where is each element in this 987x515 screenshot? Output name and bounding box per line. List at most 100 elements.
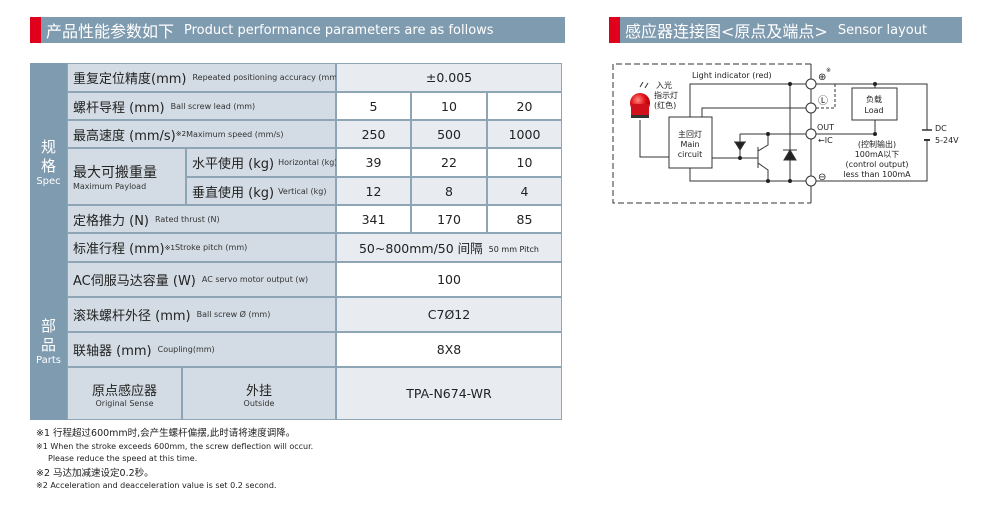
dc-label: DC [935, 124, 947, 133]
value-cell: 20 [487, 92, 562, 120]
label-zh: 螺杆导程 (mm) [73, 100, 165, 116]
wire [639, 120, 669, 158]
label-en: Outside [243, 398, 275, 408]
voltage-label: 5-24V [935, 136, 959, 145]
value-cell: 170 [411, 205, 487, 233]
main-circuit-label: circuit [678, 150, 703, 159]
led-label: 入光 [656, 80, 672, 90]
zener-diode-icon [734, 141, 746, 151]
row-sublabel: 垂直使用 (kg)Vertical (kg) [186, 177, 336, 205]
main-circuit-label: 主回灯 [678, 129, 702, 139]
sensor-body-outline [612, 63, 811, 204]
label-zh: 最高速度 (mm/s) [73, 128, 176, 144]
label-zh: 标准行程 (mm) [73, 242, 165, 257]
value-cell: 341 [336, 205, 411, 233]
row-label: AC伺服马达容量 (W) AC servo motor output (w) [67, 262, 336, 297]
wire [816, 83, 928, 182]
right-section-header: 感应器连接图<原点及端点> Sensor layout [609, 17, 962, 43]
label-en: Maximum Payload [73, 182, 147, 191]
value-cell: 1000 [487, 120, 562, 148]
value-cell: 85 [487, 205, 562, 233]
value-cell: 10 [487, 148, 562, 177]
label-en: Maximum speed (mm/s) [186, 129, 284, 139]
light-ray-icon [639, 81, 649, 89]
row-label: 重复定位精度(mm) Repeated positioning accuracy … [67, 63, 340, 92]
header-en: Product performance parameters are as fo… [184, 22, 494, 38]
left-section-header: 产品性能参数如下 Product performance parameters … [30, 17, 565, 43]
cat-en: Parts [36, 354, 61, 366]
footnotes: ※1 行程超过600mm时,会产生螺杆偏摆,此时请将速度调降。 ※1 When … [36, 428, 313, 493]
value-cell: 8X8 [336, 332, 562, 367]
label-en: Horizontal (kg) [278, 158, 338, 167]
terminals [805, 78, 817, 187]
label-zh: 外挂 [245, 383, 272, 399]
footnote-mark: ※ [826, 67, 831, 74]
value-cell: 8 [411, 177, 487, 205]
plus-terminal-label: ⊕ [818, 72, 826, 83]
header-zh: 感应器连接图<原点及端点> [625, 22, 828, 41]
value-cell: 39 [336, 148, 411, 177]
control-output-label: less than 100mA [843, 170, 911, 179]
label-en: Stroke pitch (mm) [174, 243, 248, 252]
value-text: 50~800mm/50 间隔 [358, 241, 483, 256]
value-cell: 22 [411, 148, 487, 177]
l-terminal-label: Ⓛ [818, 95, 828, 107]
control-output-label: 100mA以下 [855, 150, 900, 159]
wire [689, 168, 806, 182]
row-label: 联轴器 (mm) Coupling(mm) [67, 332, 336, 367]
label-en: AC servo motor output (w) [201, 275, 309, 284]
label-zh: 垂直使用 (kg) [192, 185, 275, 201]
label-zh: AC伺服马达容量 (W) [73, 274, 196, 289]
parts-category: 部 品 Parts [30, 262, 67, 420]
note: ※1 行程超过600mm时,会产生螺杆偏摆,此时请将速度调降。 [36, 428, 296, 439]
main-circuit-box [668, 116, 713, 169]
led-label: (红色) [654, 100, 676, 110]
cat-zh: 品 [40, 335, 56, 354]
value-cell: ±0.005 [336, 63, 562, 92]
label-zh: 原点感应器 [91, 383, 157, 399]
value-cell: 12 [336, 177, 411, 205]
minus-terminal-label: ⊖ [818, 172, 826, 183]
cat-en: Spec [36, 176, 61, 187]
junction-dots [738, 82, 877, 183]
wire [689, 83, 806, 117]
ic-label: ←IC [818, 136, 833, 145]
row-label: 螺杆导程 (mm) Ball screw lead (mm) [67, 92, 336, 120]
note: ※2 Acceleration and deacceleration value… [36, 481, 277, 490]
label-zh: 定格推力 (N) [73, 213, 150, 229]
label-zh: 联轴器 (mm) [73, 344, 152, 359]
label-en: Vertical (kg) [278, 186, 327, 196]
value-cell: 4 [487, 177, 562, 205]
control-output-label: (控制输出) [858, 139, 896, 149]
label-en: Coupling(mm) [157, 345, 215, 354]
header-zh: 产品性能参数如下 [46, 22, 175, 41]
label-zh: 最大可搬重量 [73, 165, 157, 181]
light-indicator-label: Light indicator (red) [692, 71, 772, 80]
cat-zh: 规 [40, 138, 56, 156]
value-cell: 250 [336, 120, 411, 148]
row-label: 滚珠螺杆外径 (mm)Ball screw Ø (mm) [67, 297, 336, 332]
wire-dashed [816, 84, 836, 109]
wire [701, 107, 806, 117]
header-en: Sensor layout [837, 22, 928, 38]
control-output-label: (control output) [846, 160, 909, 169]
label-en: Ball screw lead (mm) [170, 101, 256, 111]
load-label: Load [864, 106, 883, 115]
label-zh: 重复定位精度(mm) [73, 72, 187, 87]
footnote-mark: ※2 [175, 130, 187, 138]
label-en: Repeated positioning accuracy (mm) [192, 73, 341, 82]
note: ※2 马达加减速设定0.2秒。 [36, 467, 154, 479]
cat-zh: 格 [40, 157, 56, 175]
note: ※1 When the stroke exceeds 600mm, the sc… [36, 441, 314, 451]
row-label: 定格推力 (N)Rated thrust (N) [67, 205, 336, 233]
main-circuit-label: Main [680, 140, 699, 149]
label-en: Original Sense [95, 398, 154, 408]
label-zh: 滚珠螺杆外径 (mm) [73, 309, 191, 324]
row-sublabel: 水平使用 (kg)Horizontal (kg) [186, 148, 338, 177]
value-cell: 10 [411, 92, 487, 120]
